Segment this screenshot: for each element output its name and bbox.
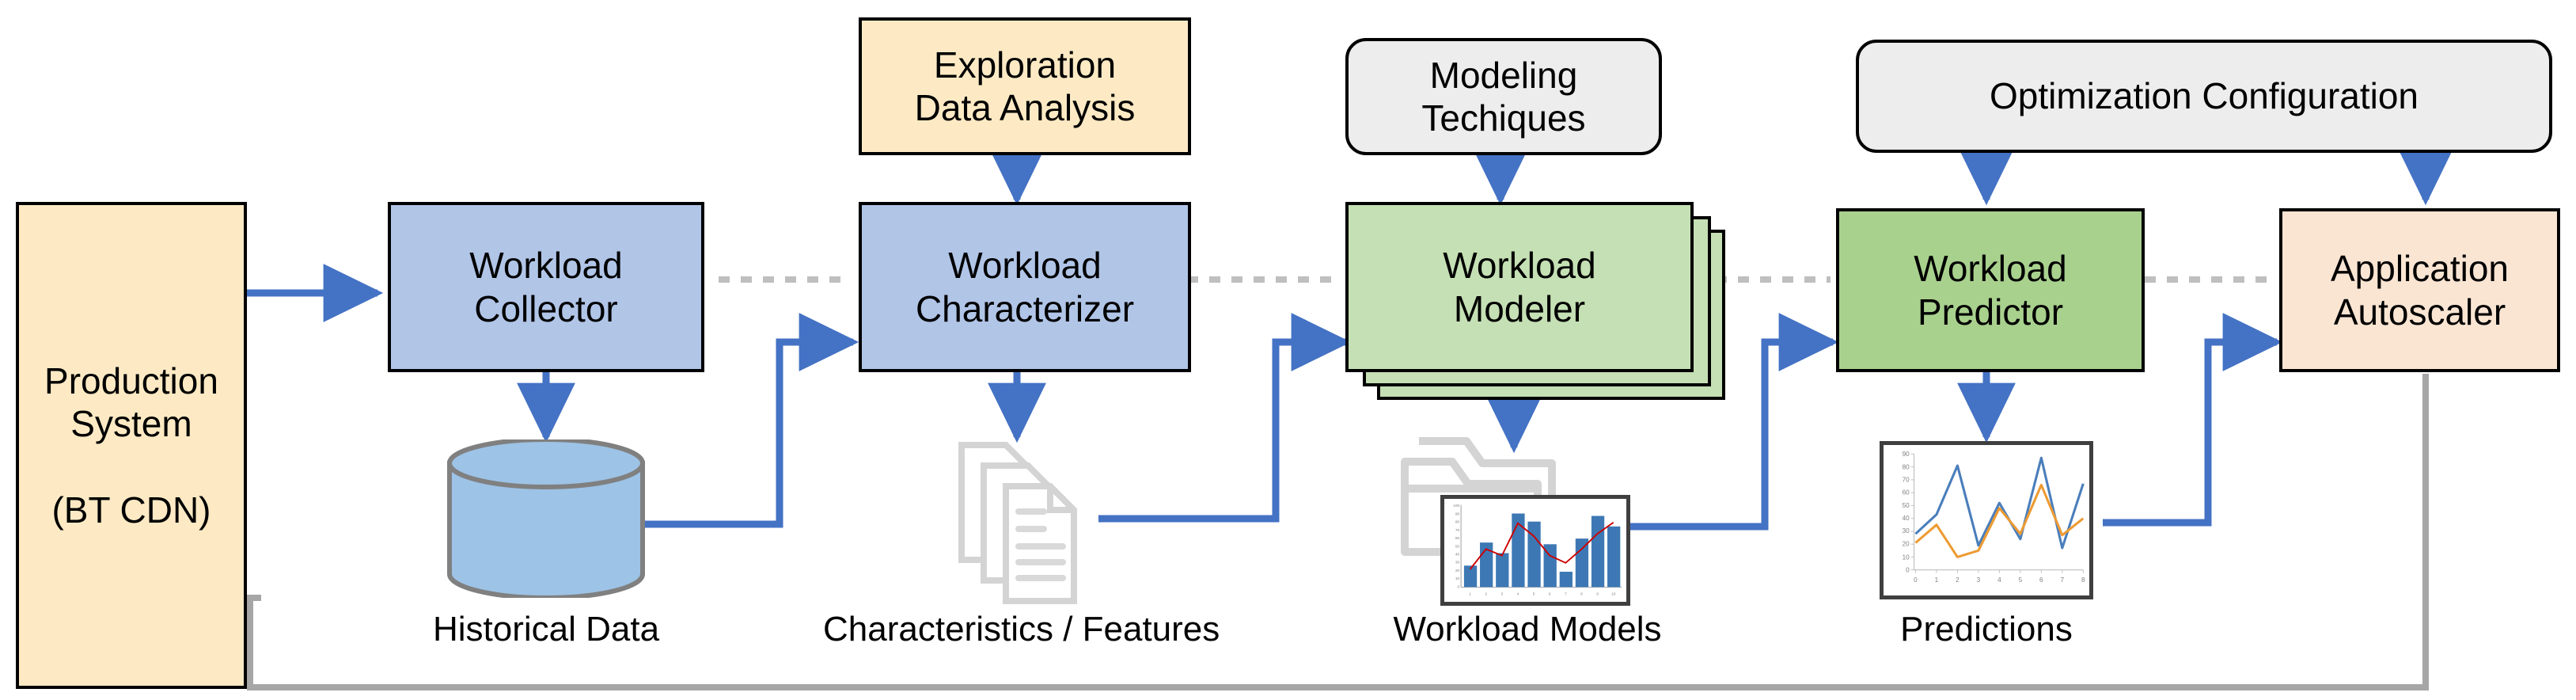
caption-workload-models: Workload Models — [1393, 610, 1662, 649]
svg-text:30: 30 — [1903, 527, 1910, 535]
node-application-autoscaler[interactable]: Application Autoscaler — [2279, 208, 2560, 372]
node-label-workload-characterizer: Workload Characterizer — [915, 245, 1135, 329]
svg-text:2: 2 — [1956, 576, 1960, 584]
svg-text:50: 50 — [1903, 502, 1910, 509]
svg-text:5: 5 — [2019, 576, 2023, 584]
svg-text:100: 100 — [1453, 504, 1459, 508]
node-label-production-system: Production System (BT CDN) — [44, 360, 218, 531]
svg-text:8: 8 — [1580, 592, 1583, 596]
predictions-linechart: 90 80 70 60 50 40 30 20 10 0 0 1 2 3 4 5 6 7 8 — [1880, 441, 2093, 599]
svg-text:40: 40 — [1903, 515, 1910, 522]
node-label-modeling-techniques: Modeling Techiques — [1421, 54, 1586, 139]
node-workload-modeler[interactable]: Workload Modeler — [1345, 202, 1694, 372]
node-optimization-configuration[interactable]: Optimization Configuration — [1856, 40, 2552, 153]
caption-predictions: Predictions — [1900, 610, 2073, 649]
svg-text:80: 80 — [1455, 520, 1460, 524]
node-exploration-data-analysis[interactable]: Exploration Data Analysis — [859, 17, 1191, 155]
svg-text:2: 2 — [1485, 592, 1487, 596]
svg-text:0: 0 — [1458, 584, 1460, 588]
node-workload-characterizer[interactable]: Workload Characterizer — [859, 202, 1191, 372]
svg-text:60: 60 — [1455, 536, 1460, 540]
svg-text:20: 20 — [1455, 569, 1460, 573]
svg-text:9: 9 — [1596, 592, 1599, 596]
svg-text:7: 7 — [1565, 592, 1567, 596]
node-label-exploration-data-analysis: Exploration Data Analysis — [914, 44, 1136, 128]
node-label-workload-collector: Workload Collector — [469, 245, 623, 329]
svg-text:70: 70 — [1903, 477, 1910, 484]
node-label-workload-predictor: Workload Predictor — [1914, 248, 2067, 333]
svg-text:3: 3 — [1501, 592, 1504, 596]
svg-text:6: 6 — [2039, 576, 2043, 584]
svg-text:3: 3 — [1977, 576, 1981, 584]
caption-historical-data: Historical Data — [432, 610, 660, 649]
database-cylinder-icon — [443, 437, 649, 600]
caption-characteristics-features: Characteristics / Features — [823, 610, 1220, 649]
node-label-workload-modeler: Workload Modeler — [1443, 245, 1596, 329]
svg-text:80: 80 — [1903, 463, 1910, 470]
svg-text:4: 4 — [1997, 576, 2001, 584]
svg-text:20: 20 — [1903, 540, 1910, 547]
svg-text:90: 90 — [1903, 451, 1910, 458]
folder-icon — [1397, 432, 1579, 574]
svg-text:4: 4 — [1517, 592, 1519, 596]
svg-text:1: 1 — [1935, 576, 1939, 584]
svg-text:40: 40 — [1455, 553, 1460, 557]
documents-stack-icon — [954, 437, 1120, 607]
svg-text:5: 5 — [1533, 592, 1535, 596]
svg-text:30: 30 — [1455, 561, 1460, 565]
node-workload-collector[interactable]: Workload Collector — [388, 202, 704, 372]
node-workload-predictor[interactable]: Workload Predictor — [1836, 208, 2145, 372]
node-production-system[interactable]: Production System (BT CDN) — [16, 202, 247, 689]
svg-text:0: 0 — [1914, 576, 1918, 584]
svg-text:0: 0 — [1906, 567, 1910, 574]
svg-text:10: 10 — [1611, 592, 1616, 596]
svg-text:6: 6 — [1549, 592, 1551, 596]
svg-text:70: 70 — [1455, 528, 1460, 532]
svg-text:10: 10 — [1455, 576, 1460, 580]
node-label-optimization-configuration: Optimization Configuration — [1989, 75, 2419, 117]
svg-text:10: 10 — [1903, 554, 1910, 561]
svg-text:60: 60 — [1903, 489, 1910, 496]
node-modeling-techniques[interactable]: Modeling Techiques — [1345, 38, 1662, 155]
node-label-application-autoscaler: Application Autoscaler — [2330, 248, 2510, 333]
svg-text:8: 8 — [2081, 576, 2085, 584]
svg-text:50: 50 — [1455, 544, 1460, 548]
svg-text:90: 90 — [1455, 512, 1460, 515]
svg-text:1: 1 — [1469, 592, 1471, 596]
svg-text:7: 7 — [2061, 576, 2065, 584]
